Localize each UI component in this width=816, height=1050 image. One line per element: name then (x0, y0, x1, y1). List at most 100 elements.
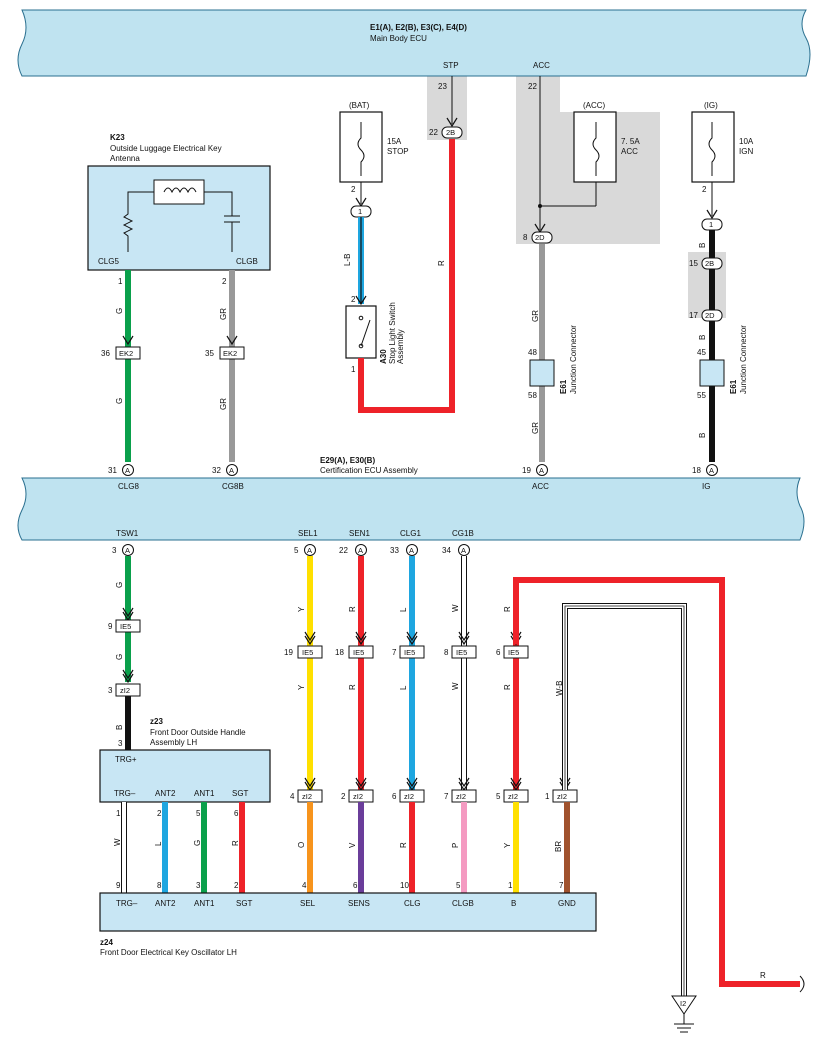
cert-bot-pin-conn: A (461, 546, 466, 555)
k23-coil-box (153, 179, 205, 205)
k23-left-arrow (122, 335, 134, 346)
cert-bot-pin-circle (406, 544, 418, 556)
wire-color-code: W (451, 682, 460, 690)
k23-wire-right-color-lower: GR (219, 398, 228, 410)
z24-pin-num: 7 (559, 881, 564, 890)
inline-connector-label: IE5 (353, 648, 364, 657)
z24-pin-label: ANT1 (194, 899, 215, 908)
cert-top-pin-label: IG (702, 482, 710, 491)
main-ecu-title: E1(A), E2(B), E3(C), E4(D) (370, 23, 467, 32)
z24-pin-num: 1 (508, 881, 513, 890)
wire-color-code: L (399, 685, 408, 690)
z23-box (99, 749, 271, 803)
z24-pin-num: 3 (196, 881, 201, 890)
ig-fuse-symbol (708, 122, 716, 176)
wire-ig-color1: B (698, 243, 707, 248)
cert-bot-pin-label: SEL1 (298, 529, 318, 538)
z23-name-1: Front Door Outside Handle (150, 728, 246, 737)
coil-icon (163, 187, 197, 194)
jc-acc-pin-top: 48 (528, 348, 537, 357)
wire-wb-outer (562, 603, 687, 996)
switch-contact-top (358, 315, 364, 321)
stop-fuse-name: STOP (387, 147, 409, 156)
cert-bot-pin-conn: A (307, 546, 312, 555)
pin-22: 22 (528, 82, 537, 91)
cert-top-pin-num: 18 (692, 466, 701, 475)
z24-pin-label: SEL (300, 899, 316, 908)
wire-color-code: G (115, 654, 124, 660)
z23-name-2: Assembly LH (150, 738, 197, 747)
z24-pin-label: GND (558, 899, 576, 908)
acc-fuse-name: ACC (621, 147, 638, 156)
z24-pin-label: TRG– (116, 899, 138, 908)
z23-wire-color: W (113, 838, 122, 846)
cert-top-pin-label: CG8B (222, 482, 244, 491)
ig-fuse-name: IGN (739, 147, 753, 156)
wire-arrow (406, 777, 418, 788)
jc-ig-pin-top: 45 (697, 348, 706, 357)
z24-pin-num: 9 (116, 881, 121, 890)
pin-23: 23 (438, 82, 447, 91)
cert-bot-pin-num: 5 (294, 546, 299, 555)
z24-pin-label: CLG (404, 899, 420, 908)
conn-2b-ig-pin: 15 (689, 259, 698, 268)
stop-fuse-rating: 15A (387, 137, 402, 146)
ek2-left-label: EK2 (119, 349, 133, 358)
inline-connector-label: zI2 (302, 792, 312, 801)
conn-ek2-left (115, 346, 141, 360)
cert-top-pin-circle (706, 464, 718, 476)
k23-wire-left-color: G (115, 308, 124, 314)
wire-arrow (458, 777, 470, 788)
jc-acc-code: E61 (559, 379, 568, 394)
cert-top-pin-conn: A (539, 466, 544, 475)
cert-ecu-title: E29(A), E30(B) (320, 456, 375, 465)
wire-arrow (406, 631, 418, 642)
cert-bot-pin-conn: A (358, 546, 363, 555)
z23-wire-color: G (193, 840, 202, 846)
jc-e61-ig (699, 359, 725, 387)
wire-break-mark (799, 975, 805, 993)
acc-fuse-rating: 7. 5A (621, 137, 640, 146)
wire-acc-color2: GR (531, 422, 540, 434)
switch-name-1: Stop Light Switch (388, 302, 397, 364)
inline-connector-label: zI2 (456, 792, 466, 801)
z23-wire-color: L (154, 841, 163, 846)
wire-arrow (304, 631, 316, 642)
z23-trgp-label: TRG+ (115, 755, 137, 764)
acc-fuse-symbol (592, 122, 600, 176)
jc-acc-pin-bottom: 58 (528, 391, 537, 400)
wire-color-code: Y (503, 842, 512, 848)
inline-connector-pin: 19 (284, 648, 293, 657)
conn-2b-stp-label: 2B (446, 128, 455, 137)
k23-pin-left-num: 1 (118, 277, 123, 286)
wire-color-code: G (115, 582, 124, 588)
ek2-right-label: EK2 (223, 349, 237, 358)
inline-connector-pin: 8 (444, 648, 449, 657)
cert-bot-pin-circle (122, 544, 134, 556)
cert-bot-pin-circle (458, 544, 470, 556)
inline-connector-pin: 6 (392, 792, 397, 801)
switch-pin-top: 2 (351, 295, 356, 304)
z24-pin-num: 5 (456, 881, 461, 890)
wire-color-code: BR (554, 841, 563, 852)
wire-ig-color3: B (698, 433, 707, 438)
wire-color-code: V (348, 842, 357, 848)
cert-top-pin-num: 31 (108, 466, 117, 475)
cert-bot-pin-label: CG1B (452, 529, 474, 538)
jc-ig-pin-bottom: 55 (697, 391, 706, 400)
cert-top-pin-circle (536, 464, 548, 476)
stop-fuse-pin: 2 (351, 185, 356, 194)
conn-1-ig-label: 1 (709, 220, 713, 229)
wire-arrow (304, 635, 316, 646)
inline-connector-label: IE5 (120, 622, 131, 631)
wire-arrow (122, 673, 134, 684)
wire-red-stp-color: R (437, 260, 446, 266)
ig-fuse-rating: 10A (739, 137, 754, 146)
cert-bot-pin-circle (304, 544, 316, 556)
k23-code: K23 (110, 133, 125, 142)
conn-1-stop-label: 1 (358, 207, 362, 216)
